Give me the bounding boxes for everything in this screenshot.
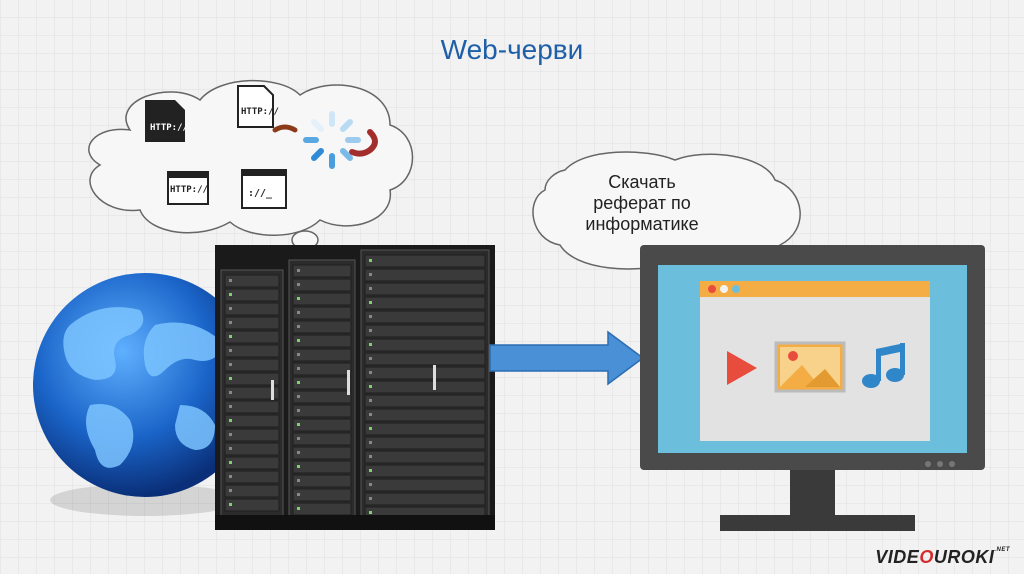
- transfer-arrow: [488, 330, 648, 386]
- slide-title: Web-черви: [0, 34, 1024, 66]
- bubble-line-3: информатике: [553, 214, 731, 235]
- left-thought-cloud: HTTP:// HTTP:// HTTP:// ://_: [70, 70, 430, 265]
- terminal-window-icon: ://_: [242, 170, 286, 208]
- server-racks: [215, 245, 495, 530]
- logo-part-o: O: [919, 547, 934, 567]
- http-window-icon: HTTP://: [168, 172, 208, 204]
- svg-text:://_: ://_: [248, 188, 273, 199]
- svg-text:HTTP://: HTTP://: [241, 107, 279, 117]
- logo-part-net: .NET: [994, 547, 1010, 553]
- svg-text:HTTP://: HTTP://: [150, 123, 188, 133]
- bubble-line-1: Скачать: [553, 172, 731, 193]
- bubble-line-2: реферат по: [553, 193, 731, 214]
- logo-part-b: UROKI: [934, 547, 995, 567]
- monitor-icon: [640, 245, 990, 535]
- logo-part-a: VIDE: [875, 547, 919, 567]
- thought-bubble-text: Скачать реферат по информатике: [553, 172, 731, 235]
- image-icon: [776, 343, 844, 391]
- videouroki-logo: VIDEOUROKI.NET: [875, 547, 1010, 568]
- svg-text:HTTP://: HTTP://: [170, 185, 208, 195]
